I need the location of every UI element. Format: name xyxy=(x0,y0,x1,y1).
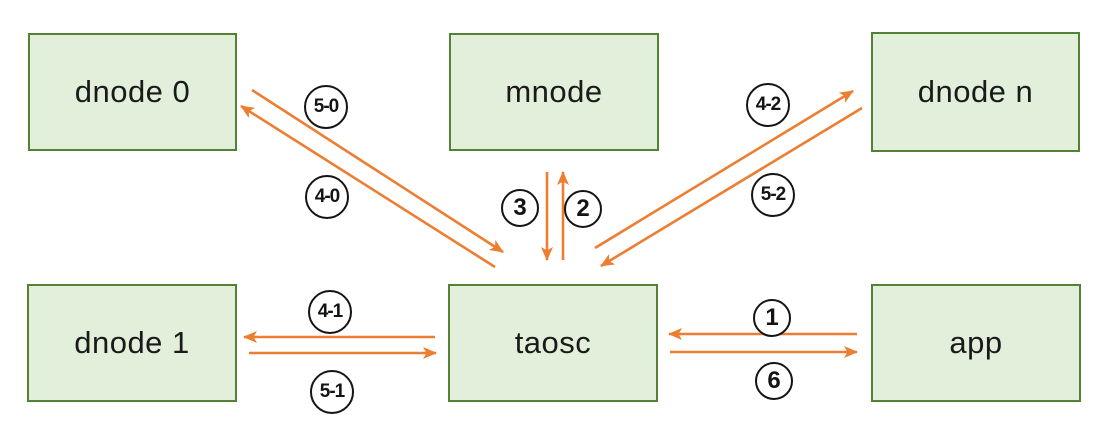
edge-label-1: 1 xyxy=(753,299,791,337)
node-app-label: app xyxy=(949,325,1003,360)
edge-label-6: 6 xyxy=(755,362,793,400)
node-app: app xyxy=(871,284,1081,402)
edge-label-4-2: 4-2 xyxy=(746,83,790,127)
node-dnode1-label: dnode 1 xyxy=(74,325,190,360)
node-mnode-label: mnode xyxy=(505,74,603,109)
edge-label-4-1: 4-1 xyxy=(308,290,352,334)
node-dnoden: dnode n xyxy=(871,32,1080,152)
node-taosc-label: taosc xyxy=(514,325,592,360)
node-dnoden-label: dnode n xyxy=(917,74,1034,109)
node-taosc: taosc xyxy=(448,284,658,402)
edge-label-5-1: 5-1 xyxy=(310,370,354,414)
node-mnode: mnode xyxy=(449,33,659,151)
edge-label-3: 3 xyxy=(501,189,539,227)
node-dnode0-label: dnode 0 xyxy=(74,74,191,109)
edge-label-5-0: 5-0 xyxy=(304,85,348,129)
edge-label-4-0: 4-0 xyxy=(305,175,349,219)
edge-label-2: 2 xyxy=(564,190,602,228)
node-dnode1: dnode 1 xyxy=(27,284,237,402)
edge-label-5-2: 5-2 xyxy=(751,173,795,217)
node-dnode0: dnode 0 xyxy=(28,33,237,151)
